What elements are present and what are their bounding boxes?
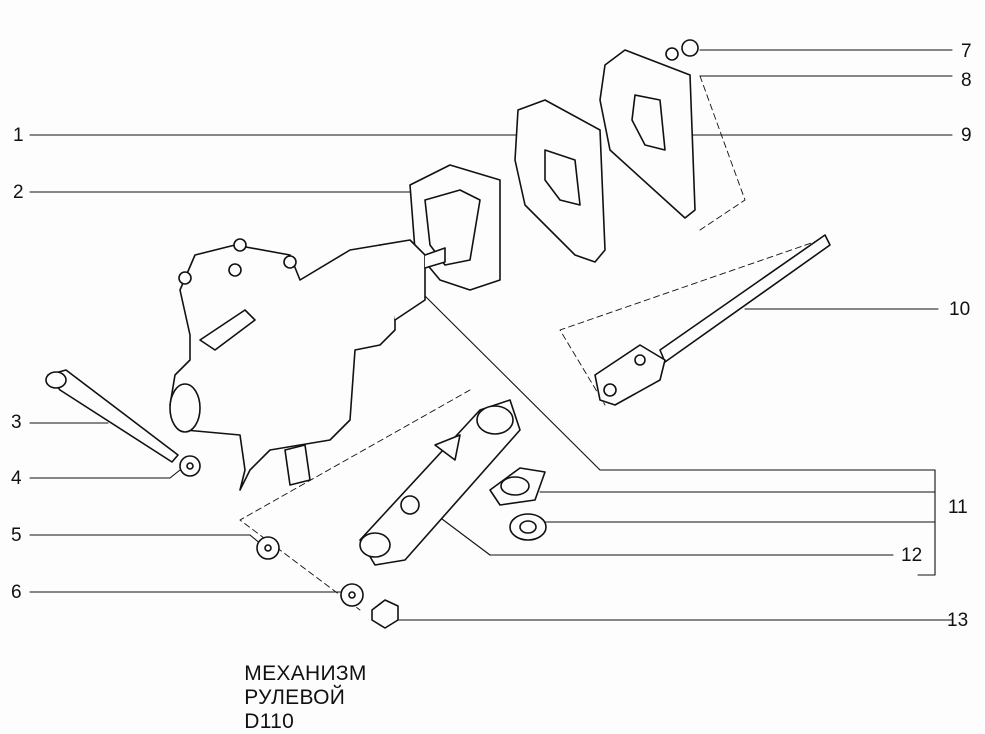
- washer-4: [179, 455, 201, 477]
- nut-13: [371, 599, 399, 629]
- assembly-lines: [239, 75, 821, 611]
- callout-13: 13: [947, 610, 969, 631]
- steering-gear-housing: [169, 238, 446, 491]
- callout-3: 3: [11, 412, 22, 433]
- callout-1: 1: [13, 125, 24, 146]
- washer-5: [256, 536, 280, 560]
- diagram-caption: МЕХАНИЗМ РУЛЕВОЙ D110: [232, 638, 401, 734]
- caption-word-steering: РУЛЕВОЙ: [244, 686, 346, 709]
- nut-part: [681, 39, 699, 57]
- callout-6: 6: [11, 582, 22, 603]
- exploded-parts-diagram: [29, 39, 953, 629]
- washer-part: [665, 47, 679, 61]
- long-bolt-part: [45, 369, 179, 463]
- callout-5: 5: [11, 525, 22, 546]
- callout-8: 8: [961, 70, 972, 91]
- callout-7: 7: [961, 41, 972, 62]
- nut-11-part: [509, 513, 547, 541]
- callout-4: 4: [11, 468, 22, 489]
- callout-2: 2: [13, 182, 24, 203]
- gasket-part: [599, 49, 696, 219]
- caption-word-mechanism: МЕХАНИЗМ: [244, 662, 367, 685]
- caption-model: D110: [244, 710, 295, 733]
- washer-6: [340, 583, 364, 607]
- callout-12: 12: [901, 545, 923, 566]
- plate-part: [514, 99, 606, 263]
- callout-11: 11: [948, 497, 968, 518]
- pitman-arm-part: [359, 399, 521, 566]
- lock-washer-part: [489, 467, 546, 506]
- intermediate-shaft-part: [594, 234, 831, 406]
- leader-lines: [29, 49, 953, 621]
- callout-10: 10: [949, 299, 971, 320]
- callout-9: 9: [961, 125, 972, 146]
